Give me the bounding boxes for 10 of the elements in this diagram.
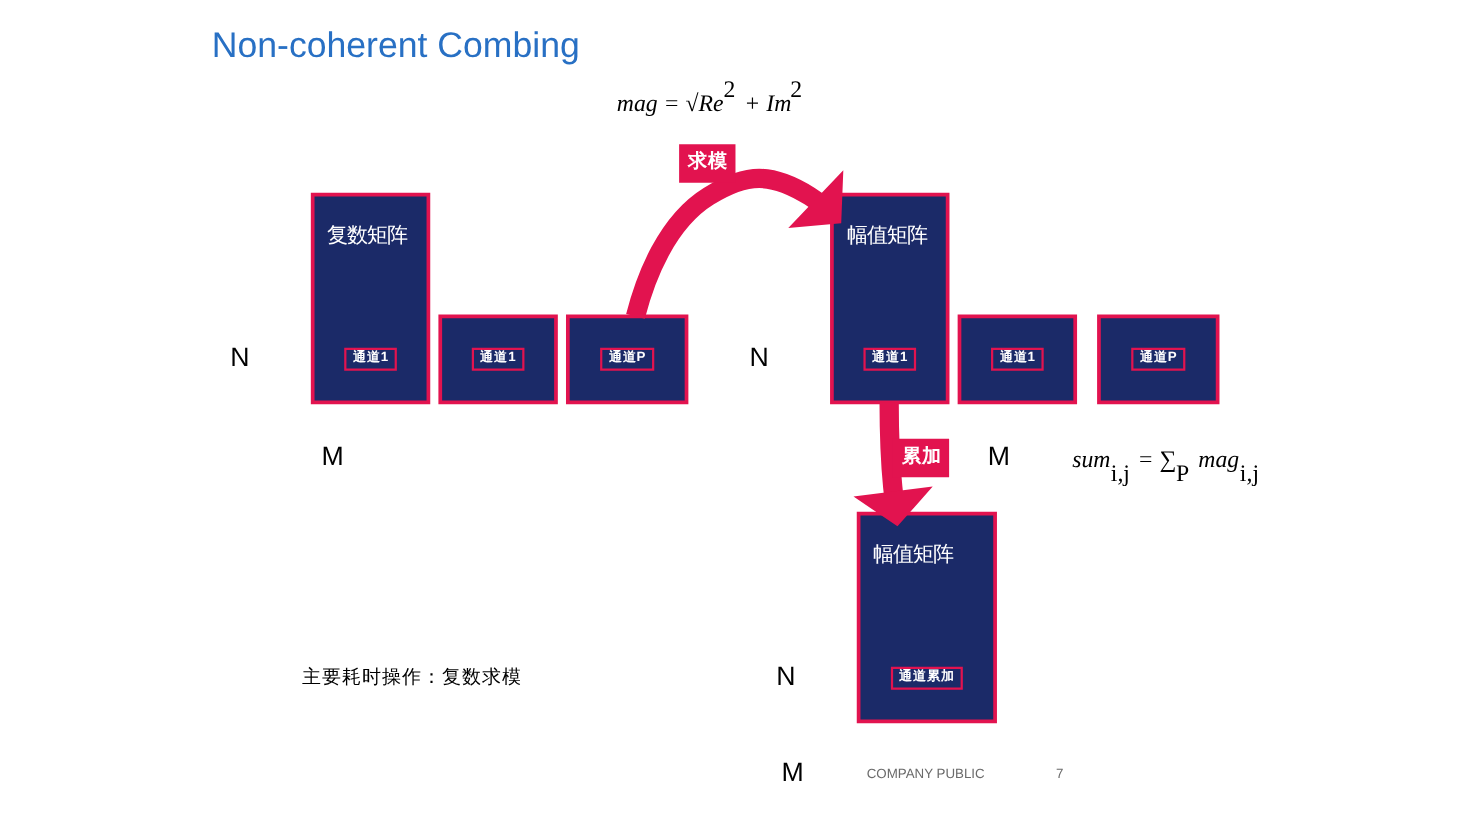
diagram-title: Non-coherent Combing xyxy=(210,24,579,65)
edge-label: 求模 xyxy=(687,151,728,174)
node-label: N xyxy=(748,341,768,372)
node-label: N xyxy=(229,341,249,372)
edge-label: 累加 xyxy=(900,445,941,468)
node-label: M xyxy=(780,757,803,788)
node-label: N xyxy=(775,660,795,691)
node-label: M xyxy=(986,440,1009,471)
node-label: M xyxy=(320,440,343,471)
label: 主要耗时操作：复数求模 xyxy=(300,667,521,690)
